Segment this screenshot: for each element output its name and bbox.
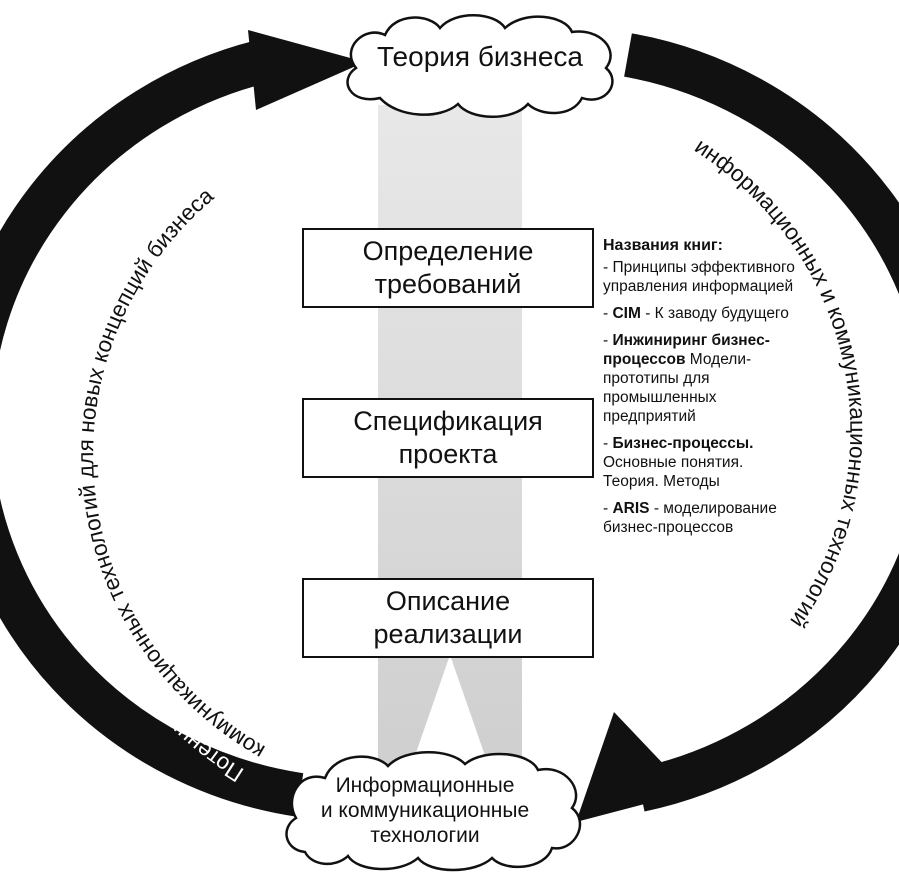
right-arc — [624, 33, 899, 812]
box-implementation: Описание реализации — [302, 578, 594, 658]
book-item: - Бизнес-процессы. Основные понятия. Тео… — [603, 435, 754, 490]
arrowhead-bottom — [576, 712, 690, 822]
cloud-bottom-label: Информационные и коммуникационные технол… — [290, 773, 560, 848]
box-specification-line-2: проекта — [398, 439, 498, 469]
book-list-title: Названия книг: — [603, 237, 723, 254]
book-item: - Принципы эффективного управления инфор… — [603, 259, 795, 295]
box-specification: Спецификация проекта — [302, 398, 594, 478]
box-specification-line-1: Спецификация — [353, 406, 543, 436]
cloud-bottom-line-2: и коммуникационные — [320, 799, 530, 822]
box-implementation-line-2: реализации — [373, 619, 523, 649]
arrowhead-top — [248, 30, 365, 110]
box-requirements-line-1: Определение — [362, 236, 534, 266]
book-item: - CIM - К заводу будущего — [603, 305, 789, 322]
box-requirements-line-2: требований — [374, 269, 522, 299]
left-arc — [0, 38, 304, 817]
box-requirements: Определение требований — [302, 228, 594, 308]
book-item: - ARIS - моделирование бизнес-процессов — [603, 500, 777, 536]
cloud-top-label: Теория бизнеса — [377, 41, 583, 72]
cloud-top — [346, 14, 614, 118]
box-implementation-line-1: Описание — [385, 586, 511, 616]
cloud-bottom-line-1: Информационные — [335, 774, 515, 797]
book-list: Названия книг: - Принципы эффективного у… — [603, 236, 803, 545]
book-item: - Инжиниринг бизнес-процессов Модели-про… — [603, 332, 770, 425]
cloud-bottom-line-3: технологии — [370, 824, 480, 847]
cloud-bottom — [285, 751, 582, 872]
